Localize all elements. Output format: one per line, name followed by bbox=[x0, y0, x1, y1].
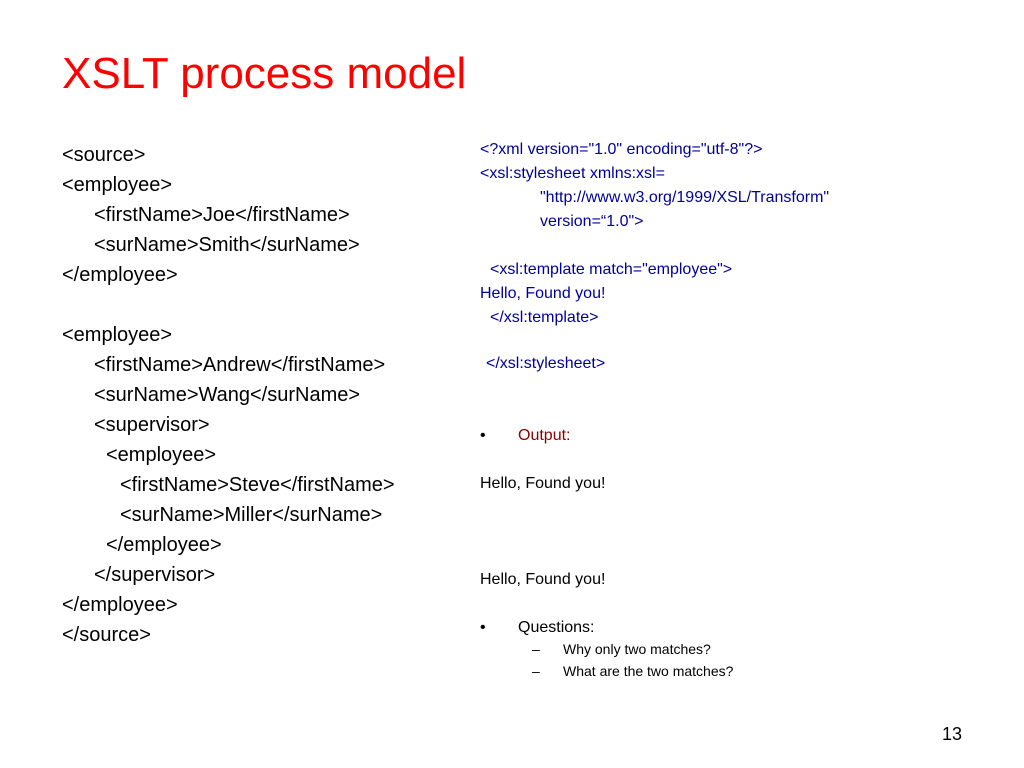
source-xml-line: </supervisor> bbox=[94, 564, 216, 586]
source-xml-line: <employee> bbox=[106, 444, 217, 466]
source-xml-line: <firstName>Andrew</firstName> bbox=[94, 354, 386, 376]
output-line: Hello, Found you! bbox=[480, 475, 606, 492]
xsl-code-line: <xsl:template match="employee"> bbox=[490, 261, 733, 278]
output-label: Output: bbox=[518, 427, 571, 444]
question-text: Why only two matches? bbox=[563, 641, 711, 657]
dash-icon: – bbox=[532, 641, 540, 657]
xsl-code-line: </xsl:template> bbox=[490, 309, 599, 326]
xsl-code-line: "http://www.w3.org/1999/XSL/Transform" bbox=[540, 189, 830, 206]
source-xml-line: <employee> bbox=[62, 324, 173, 346]
source-xml-line: </employee> bbox=[106, 534, 222, 556]
source-xml-line: <firstName>Steve</firstName> bbox=[120, 474, 395, 496]
questions-label: Questions: bbox=[518, 619, 595, 636]
source-xml-line: <employee> bbox=[62, 174, 173, 196]
source-xml-line: <surName>Miller</surName> bbox=[120, 504, 383, 526]
xsl-code-line: Hello, Found you! bbox=[480, 285, 606, 302]
dash-icon: – bbox=[532, 663, 540, 679]
output-line: Hello, Found you! bbox=[480, 571, 606, 588]
xsl-code-line: </xsl:stylesheet> bbox=[486, 355, 606, 372]
bullet-icon: • bbox=[480, 427, 486, 444]
page-number: 13 bbox=[941, 724, 962, 744]
source-xml-line: </source> bbox=[62, 624, 151, 646]
source-xml-line: </employee> bbox=[62, 264, 178, 286]
xsl-code-line: <xsl:stylesheet xmlns:xsl= bbox=[480, 165, 665, 182]
source-xml-line: <firstName>Joe</firstName> bbox=[94, 204, 350, 226]
source-xml-line: <surName>Smith</surName> bbox=[94, 234, 360, 256]
slide-title: XSLT process model bbox=[62, 49, 467, 98]
source-xml-line: </employee> bbox=[62, 594, 178, 616]
bullet-icon: • bbox=[480, 619, 486, 636]
xsl-code-line: <?xml version="1.0" encoding="utf-8"?> bbox=[480, 141, 763, 158]
source-xml-line: <source> bbox=[62, 144, 146, 166]
source-xml-line: <surName>Wang</surName> bbox=[94, 384, 361, 406]
source-xml-line: <supervisor> bbox=[94, 414, 210, 436]
xsl-code-line: version=“1.0"> bbox=[540, 213, 644, 230]
question-text: What are the two matches? bbox=[563, 663, 734, 679]
